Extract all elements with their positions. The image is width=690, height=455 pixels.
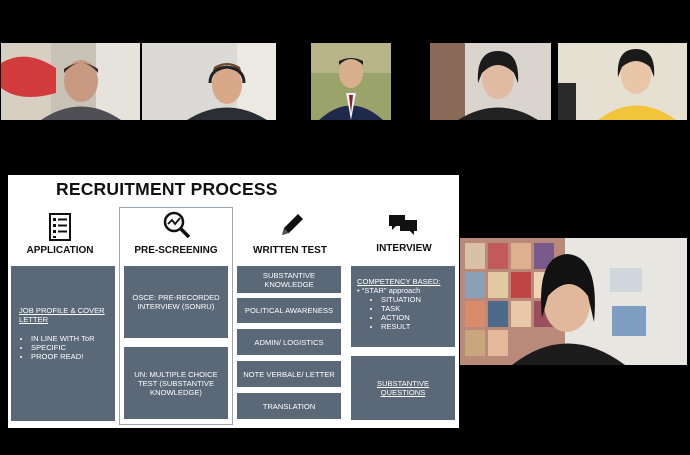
bullet-item: PROOF READ! <box>31 352 107 361</box>
magnifier-chart-icon <box>163 211 191 239</box>
written-item-1: SUBSTANTIVE KNOWLEDGE <box>237 266 341 293</box>
star-approach: • “STAR” approach <box>357 286 421 295</box>
bullet-item: SPECIFIC <box>31 343 107 352</box>
shared-slide: RECRUITMENT PROCESS APPLICATION JOB PROF… <box>8 175 459 428</box>
heading-application: APPLICATION <box>26 245 94 256</box>
competency-title: COMPETENCY BASED: <box>357 277 441 286</box>
written-item-2: POLITICAL AWARENESS <box>237 298 341 323</box>
written-item-3: ADMIN/ LOGISTICS <box>237 329 341 355</box>
participant-video-1[interactable] <box>1 43 140 120</box>
heading-interview: INTERVIEW <box>376 243 432 254</box>
pre-screening-highlight <box>119 207 233 425</box>
osce-box: OSCE: PRE-RECORDED INTERVIEW (SONRU) <box>124 266 228 338</box>
competency-box: COMPETENCY BASED: • “STAR” approach SITU… <box>351 266 455 347</box>
participant-5-feed <box>558 43 687 120</box>
active-speaker-video[interactable] <box>460 238 687 365</box>
participant-video-2[interactable] <box>142 43 276 120</box>
heading-written-test: WRITTEN TEST <box>253 245 327 256</box>
active-speaker-feed <box>460 238 687 365</box>
star-step: ACTION <box>381 313 449 322</box>
application-box: JOB PROFILE & COVER LETTER IN LINE WITH … <box>11 266 115 421</box>
heading-pre-screening: PRE-SCREENING <box>134 245 218 256</box>
star-step: SITUATION <box>381 295 449 304</box>
star-approach-text: “STAR” approach <box>361 286 421 295</box>
pencil-icon <box>282 214 303 235</box>
slide-title: RECRUITMENT PROCESS <box>56 179 278 199</box>
bullet-item: IN LINE WITH ToR <box>31 334 107 343</box>
participant-3-feed <box>311 43 391 120</box>
substantive-questions-box: SUBSTANTIVE QUESTIONS <box>351 356 455 420</box>
participant-2-feed <box>142 43 276 120</box>
participant-video-4[interactable] <box>430 43 551 120</box>
participant-video-3[interactable] <box>311 43 391 120</box>
un-test-box: UN: MULTIPLE CHOICE TEST (SUBSTANTIVE KN… <box>124 347 228 419</box>
participant-1-feed <box>1 43 140 120</box>
star-step: RESULT <box>381 322 449 331</box>
written-item-5: TRANSLATION <box>237 393 341 419</box>
application-bullets: IN LINE WITH ToR SPECIFIC PROOF READ! <box>19 334 107 361</box>
checklist-icon <box>49 213 71 241</box>
speech-bubbles-icon <box>389 215 417 235</box>
written-item-4: NOTE VERBALE/ LETTER <box>237 361 341 387</box>
star-steps: SITUATION TASK ACTION RESULT <box>357 295 449 331</box>
job-profile-title: JOB PROFILE & COVER LETTER <box>19 306 105 324</box>
participant-4-feed <box>430 43 551 120</box>
participant-video-5[interactable] <box>558 43 687 120</box>
star-step: TASK <box>381 304 449 313</box>
